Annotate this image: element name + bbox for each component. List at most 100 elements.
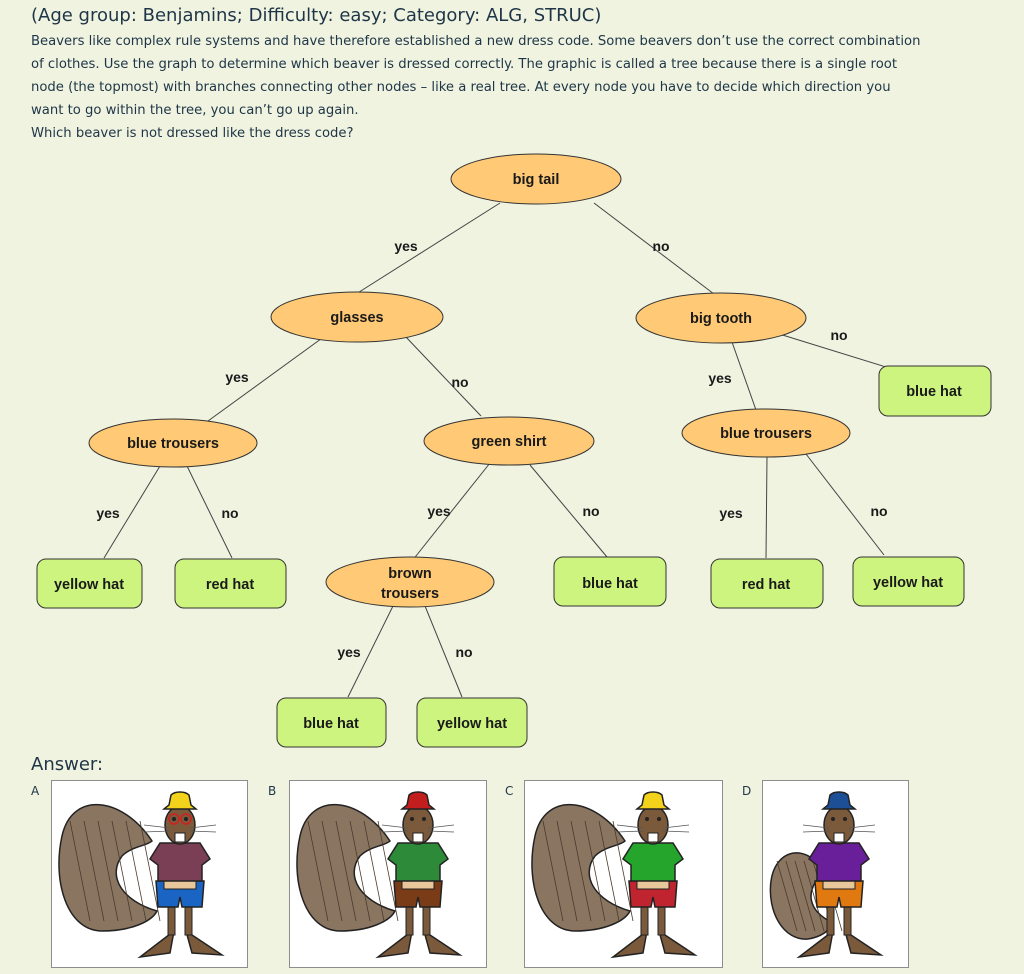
node-label: big tail (513, 172, 560, 188)
beaver-teeth (412, 832, 424, 843)
edge-btl-yes (103, 465, 161, 559)
node-label: big tooth (690, 311, 752, 327)
node-label-line: trousers (381, 586, 439, 602)
edge-bt-no (424, 605, 463, 698)
node-label-line: brown (388, 566, 432, 582)
beaver-eye (422, 817, 426, 821)
beaver-left-foot (610, 929, 649, 959)
beaver-teeth (174, 832, 186, 843)
tail-hatch (363, 820, 385, 922)
beaver-left-foot (796, 929, 835, 959)
edge-btr-no (805, 453, 885, 556)
edge-label-yes: yes (225, 369, 249, 385)
beaver-hat (399, 791, 437, 810)
edge-bt-yes (347, 605, 394, 698)
edge-labels: yes no yes no yes no yes no yes no yes n… (96, 238, 887, 660)
beaver-hat (634, 791, 672, 810)
edge-label-yes: yes (96, 505, 120, 521)
beaver-shirt (386, 842, 450, 882)
edge-label-yes: yes (427, 503, 451, 519)
node-label: green shirt (472, 434, 547, 450)
beaver-illustration (531, 791, 698, 959)
option-letter-b: B (268, 784, 277, 798)
tail-hatch (570, 820, 592, 922)
edge-label-no: no (221, 505, 238, 521)
leaf-label: blue hat (582, 576, 638, 592)
task-title: (Age group: Benjamins; Difficulty: easy;… (31, 5, 602, 26)
tail-hatch (349, 820, 371, 922)
node-blue-trousers-right: blue trousers (681, 408, 851, 458)
leaf-yellow-hat: yellow hat (852, 556, 965, 607)
node-glasses: glasses (270, 291, 444, 343)
tail-hatch (307, 820, 329, 922)
leaf-blue-hat: blue hat (276, 697, 387, 748)
node-big-tail: big tail (450, 153, 622, 205)
tail-hatch (776, 860, 798, 932)
edge-label-no: no (582, 503, 599, 519)
leaf-yellow-hat: yellow hat (416, 697, 528, 748)
leaf-label: red hat (742, 577, 791, 593)
tail-hatch (584, 820, 606, 922)
node-label: glasses (330, 310, 383, 326)
description-line: Beavers like complex rule systems and ha… (31, 34, 921, 49)
beaver-shirt (807, 842, 871, 882)
node-green-shirt: green shirt (423, 416, 595, 466)
beaver-illustration (58, 791, 225, 959)
task-header: (Age group: Benjamins; Difficulty: easy;… (31, 4, 1001, 145)
tail-hatch (612, 820, 634, 922)
edge-root-yes (355, 202, 501, 295)
edge-label-no: no (830, 327, 847, 343)
tail-hatch (69, 820, 91, 922)
edge-gs-yes (411, 462, 491, 562)
beaver-hat (820, 791, 858, 810)
edge-btr-yes (765, 455, 768, 559)
option-letter-a: A (31, 784, 40, 798)
edge-label-yes: yes (337, 644, 361, 660)
option-letter-c: C (505, 784, 514, 798)
leaf-blue-hat: blue hat (878, 365, 992, 417)
edge-label-no: no (870, 503, 887, 519)
beaver-eye (843, 817, 847, 821)
edge-label-yes: yes (719, 505, 743, 521)
beaver-right-foot (657, 929, 698, 956)
node-brown-trousers: brown trousers (325, 556, 495, 608)
beaver-eye (172, 817, 176, 821)
tail-hatch (139, 820, 161, 922)
beaver-tail (531, 803, 632, 932)
tail-hatch (803, 860, 825, 932)
leaf-label: blue hat (303, 716, 359, 732)
answer-option-d[interactable] (762, 780, 909, 968)
beaver-teeth (647, 832, 659, 843)
beaver-tail (296, 803, 397, 932)
leaf-label: yellow hat (54, 577, 124, 593)
tail-hatch (542, 820, 564, 922)
task-description: Beavers like complex rule systems and ha… (31, 30, 1001, 145)
tail-hatch (125, 820, 147, 922)
description-line: of clothes. Use the graph to determine w… (31, 57, 897, 72)
edge-glasses-no (404, 335, 482, 417)
question-line: Which beaver is not dressed like the dre… (31, 126, 354, 141)
leaf-label: red hat (206, 577, 255, 593)
edge-label-yes: yes (708, 370, 732, 386)
option-letter-d: D (742, 784, 752, 798)
dress-code-tree-diagram: yes no yes no yes no yes no yes no yes n… (36, 153, 992, 748)
node-label: blue trousers (127, 436, 219, 452)
leaf-blue-hat: blue hat (553, 556, 667, 607)
beaver-eye (645, 817, 649, 821)
beaver-illustration (769, 791, 884, 959)
answer-option-c[interactable] (524, 780, 723, 968)
edge-label-no: no (455, 644, 472, 660)
description-line: node (the topmost) with branches connect… (31, 80, 891, 95)
beaver-hat (161, 791, 199, 810)
tail-hatch (556, 820, 578, 922)
tree-edges (103, 202, 929, 698)
beaver-whiskers (381, 824, 455, 833)
edge-label-yes: yes (394, 238, 418, 254)
tail-hatch (377, 820, 399, 922)
beaver-eye (184, 817, 188, 821)
answer-option-a[interactable] (51, 780, 248, 968)
tail-hatch (598, 820, 620, 922)
answer-option-b[interactable] (289, 780, 487, 968)
beaver-whiskers (802, 824, 876, 833)
edge-gs-no (529, 464, 608, 558)
